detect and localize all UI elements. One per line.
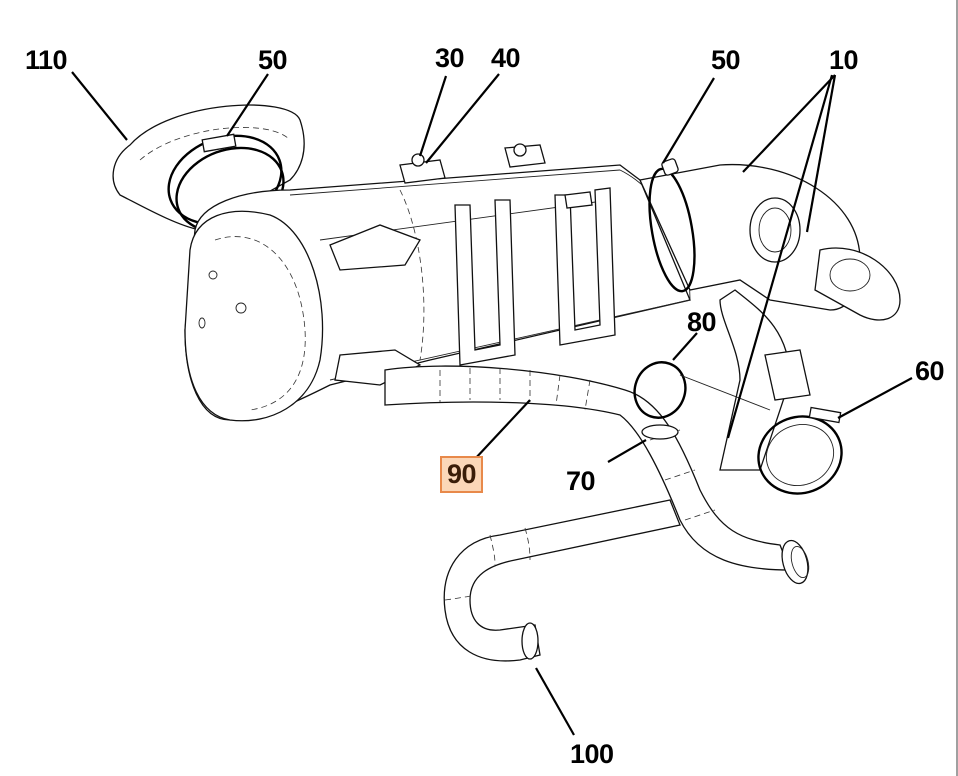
dpf-canister-part <box>184 143 691 422</box>
callout-60[interactable]: 60 <box>915 356 945 386</box>
callout-50-outlet-clamp[interactable]: 50 <box>711 45 741 75</box>
callout-80[interactable]: 80 <box>687 307 717 337</box>
callout-40[interactable]: 40 <box>491 43 521 73</box>
callout-100[interactable]: 100 <box>570 739 614 769</box>
drain-hose-part <box>443 499 681 662</box>
callout-10[interactable]: 10 <box>829 45 859 75</box>
frame-right-border <box>956 0 958 776</box>
outlet-pipe-part <box>639 158 901 471</box>
callout-90-highlighted[interactable]: 90 <box>440 456 484 493</box>
callout-110[interactable]: 110 <box>25 45 68 75</box>
corrugated-hose-part <box>384 361 810 585</box>
callout-70[interactable]: 70 <box>566 466 596 496</box>
callout-50-inlet-clamp[interactable]: 50 <box>258 45 288 75</box>
inlet-elbow-part <box>112 104 305 234</box>
hose-clamp-part <box>757 406 843 495</box>
leader-lines <box>71 71 913 736</box>
callout-30[interactable]: 30 <box>435 43 465 73</box>
